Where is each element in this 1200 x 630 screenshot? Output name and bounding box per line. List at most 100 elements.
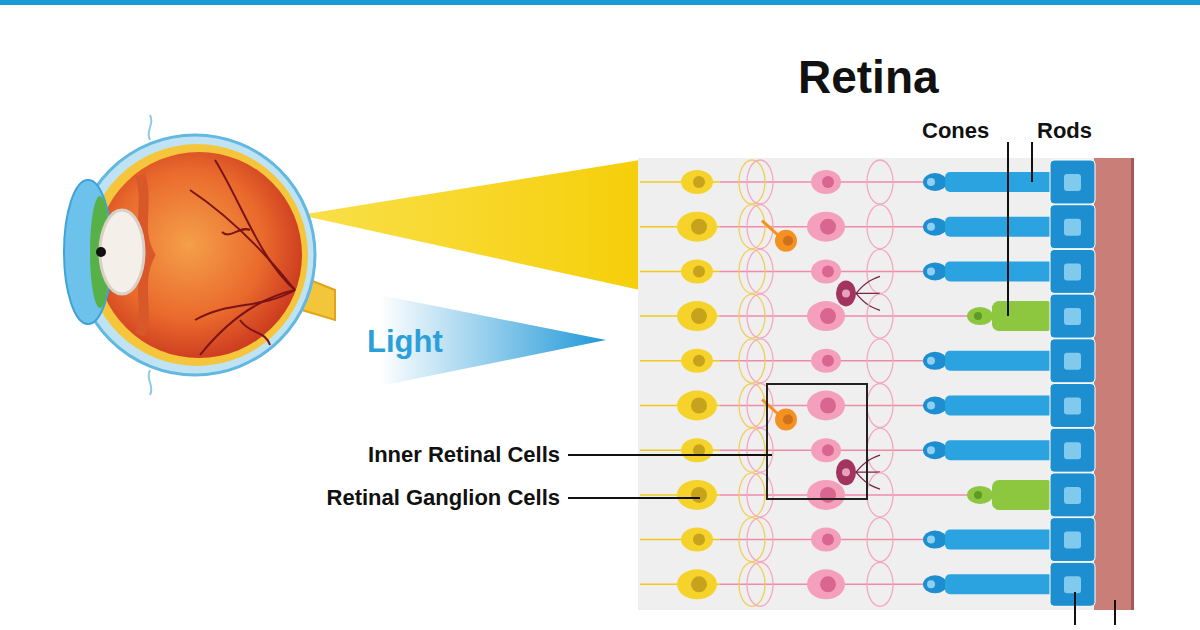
amacrine-cell <box>775 409 797 431</box>
ganglion-nucleus <box>693 355 705 367</box>
plexiform-loop <box>739 562 765 606</box>
bipolar-nucleus <box>820 398 836 414</box>
rod-nucleus <box>927 267 935 275</box>
ganglion-nucleus <box>691 576 707 592</box>
bipolar-cell <box>807 212 845 242</box>
ganglion-nucleus <box>693 265 705 277</box>
horizontal-cell <box>836 459 856 485</box>
rod-nucleus-body <box>923 397 947 415</box>
bipolar-cell <box>811 438 841 462</box>
plexiform-loop <box>739 339 765 383</box>
rod-nucleus <box>927 357 935 365</box>
vessel <box>240 320 270 345</box>
rod-cell <box>945 440 1055 460</box>
ganglion-cell <box>677 480 717 510</box>
ganglion-nucleus <box>693 534 705 546</box>
vitreous <box>96 152 302 358</box>
pigment-epithelium <box>1050 205 1095 249</box>
leader-line <box>1007 142 1009 316</box>
callout-label: Retinal Ganglion Cells <box>327 486 560 510</box>
bipolar-cell <box>811 170 841 194</box>
horizontal-nucleus <box>842 289 850 297</box>
pigment-epithelium <box>1050 294 1095 338</box>
leader-lines <box>568 142 1115 625</box>
retina-cells <box>640 160 1095 606</box>
ganglion-cell <box>681 170 713 194</box>
pigment-epithelium <box>1050 384 1095 428</box>
ganglion-nucleus <box>691 308 707 324</box>
choroid-edge <box>1131 158 1134 610</box>
sclera <box>75 135 315 375</box>
rod-nucleus-body <box>923 262 947 280</box>
highlight-box <box>767 384 867 499</box>
pigment-granule <box>1064 398 1081 415</box>
plexiform-loop <box>867 339 893 383</box>
eye-illustration <box>64 115 335 395</box>
ganglion-nucleus <box>691 487 707 503</box>
amacrine-nucleus <box>783 415 793 425</box>
ganglion-cell <box>677 391 717 421</box>
pigment-epithelium <box>1050 249 1095 293</box>
rod-nucleus-body <box>923 218 947 236</box>
bipolar-nucleus <box>822 534 834 546</box>
diagram-title: Retina <box>798 52 939 103</box>
rod-nucleus-body <box>923 441 947 459</box>
choroid <box>86 144 308 366</box>
plexiform-loop <box>739 205 765 249</box>
rod-cell <box>945 217 1055 237</box>
bipolar-nucleus <box>820 219 836 235</box>
plexiform-loop <box>867 294 893 338</box>
plexiform-loop <box>747 562 773 606</box>
bipolar-nucleus <box>822 355 834 367</box>
pigment-epithelium <box>1050 562 1095 606</box>
rod-cell <box>945 351 1055 371</box>
bipolar-nucleus <box>820 487 836 503</box>
callout-label: Inner Retinal Cells <box>368 443 560 467</box>
ganglion-cell <box>677 301 717 331</box>
rod-nucleus-body <box>923 575 947 593</box>
pigment-granule <box>1064 174 1081 191</box>
amacrine-cell <box>775 230 797 252</box>
pigment-granule <box>1064 532 1081 549</box>
rod-nucleus <box>927 536 935 544</box>
leader-line <box>1074 592 1076 625</box>
pigment-epithelium <box>1050 428 1095 472</box>
ganglion-cell <box>677 569 717 599</box>
leader-line <box>568 497 700 499</box>
rod-nucleus-body <box>923 531 947 549</box>
plexiform-loop <box>867 562 893 606</box>
eye-muscle <box>149 370 152 395</box>
cone-nucleus <box>974 312 982 320</box>
vessel <box>190 190 295 290</box>
leader-line <box>1114 600 1116 625</box>
rod-cell <box>945 530 1055 550</box>
plexiform-loop <box>739 160 765 204</box>
rod-cell <box>945 261 1055 281</box>
pigment-granule <box>1064 442 1081 459</box>
cone-cell <box>992 480 1054 510</box>
pigment-granule <box>1064 353 1081 370</box>
ganglion-cell <box>681 349 713 373</box>
vessel <box>222 229 250 234</box>
pigment-epithelium <box>1050 518 1095 562</box>
vessel <box>195 290 295 320</box>
cone-cell <box>992 301 1054 331</box>
plexiform-loop <box>747 249 773 293</box>
plexiform-loop <box>747 160 773 204</box>
plexiform-loop <box>747 473 773 517</box>
bipolar-cell <box>811 528 841 552</box>
plexiform-loop <box>747 428 773 472</box>
pigment-granule <box>1064 487 1081 504</box>
rod-nucleus <box>927 178 935 186</box>
ganglion-cell <box>681 438 713 462</box>
bipolar-cell <box>811 349 841 373</box>
ganglion-nucleus <box>691 398 707 414</box>
pigment-epithelium <box>1050 160 1095 204</box>
synapse-line <box>935 315 970 317</box>
horizontal-nucleus <box>842 468 850 476</box>
vessel <box>200 290 295 355</box>
leader-line <box>1031 142 1033 182</box>
part-label: Rods <box>1037 119 1092 143</box>
pigment-granule <box>1064 308 1081 325</box>
